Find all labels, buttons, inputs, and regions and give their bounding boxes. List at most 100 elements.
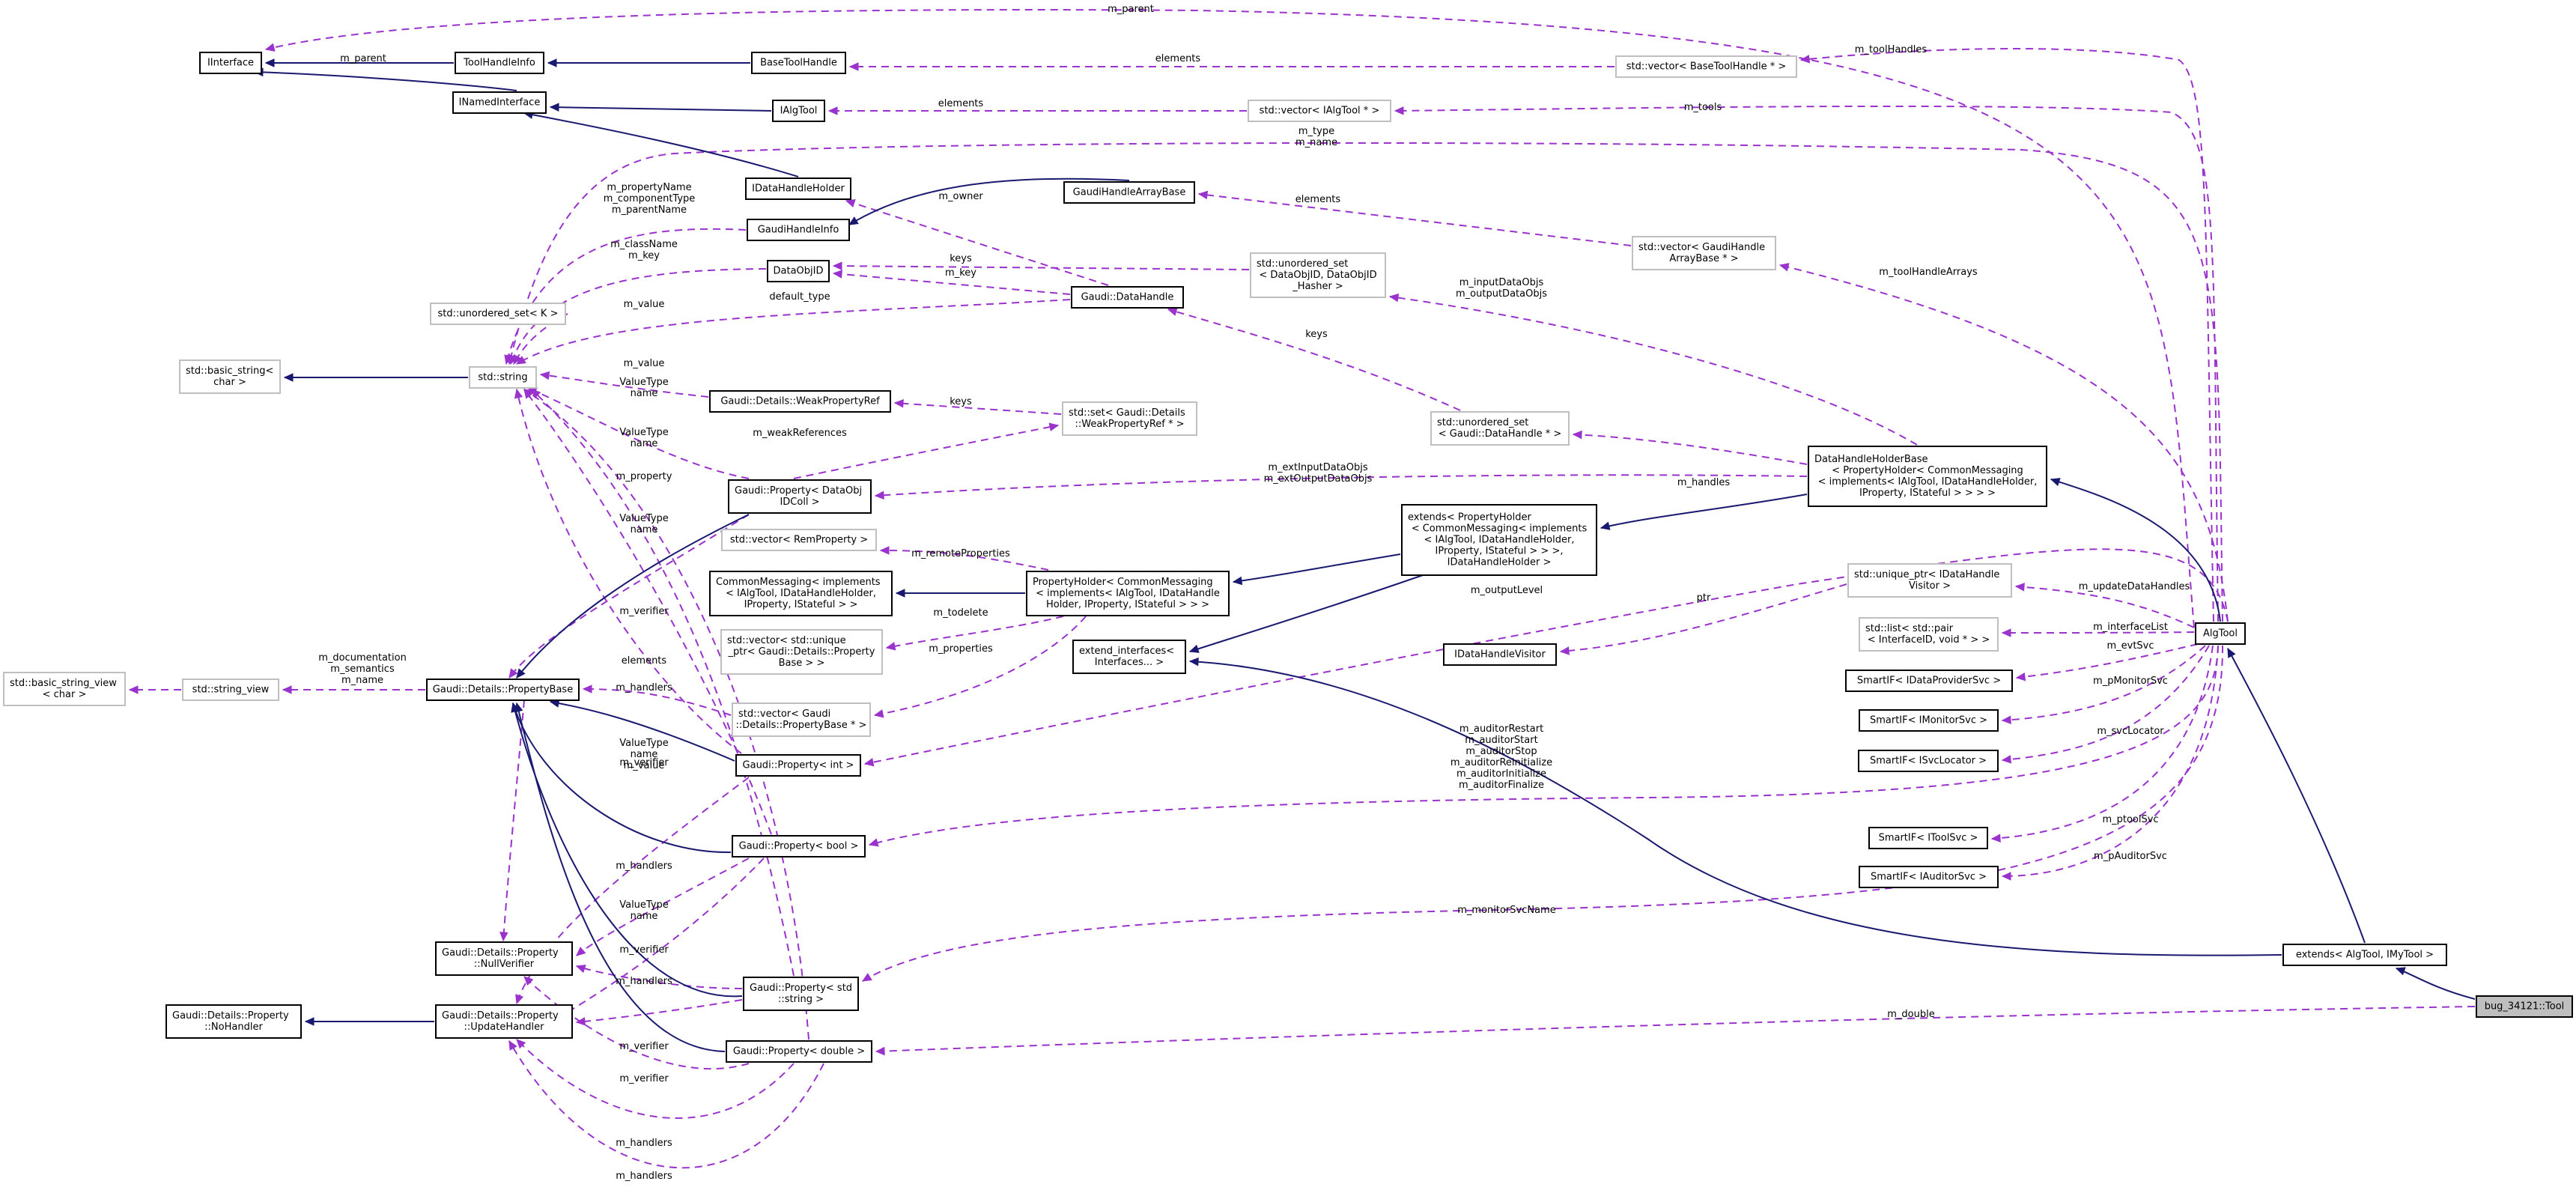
class-node-box <box>1808 446 2047 507</box>
edge-label-elements_bth: elements <box>1155 53 1201 64</box>
class-node-PropertyHolder[interactable]: PropertyHolder< CommonMessaging< impleme… <box>1026 571 1230 616</box>
class-node-box <box>2282 944 2447 966</box>
usage-edge-line <box>540 374 709 398</box>
inheritance-edge-arrowhead <box>283 373 294 382</box>
class-node-box <box>2476 995 2573 1018</box>
class-node-PropInt[interactable]: Gaudi::Property< int > <box>735 754 861 777</box>
class-node-SmartIFAuditor[interactable]: SmartIF< IAuditorSvc > <box>1859 866 1999 888</box>
usage-edge-line <box>508 142 2223 622</box>
class-node-CommonMessaging[interactable]: CommonMessaging< implements< IAlgTool, I… <box>709 571 893 616</box>
usage-edge-line <box>508 1040 824 1169</box>
class-node-setWeakRef: std::set< Gaudi::Details::WeakPropertyRe… <box>1062 401 1197 436</box>
class-node-extendsAlgTool[interactable]: extends< AlgTool, IMyTool > <box>2282 944 2447 966</box>
edges-layer <box>128 9 2476 1169</box>
inheritance-edge-line <box>2227 648 2366 944</box>
class-node-box <box>726 1040 872 1063</box>
edge-label-elements_gha: elements <box>1295 194 1341 205</box>
class-node-INamedInterface[interactable]: INamedInterface <box>452 91 547 114</box>
class-node-IAlgTool[interactable]: IAlgTool <box>772 100 825 122</box>
class-node-ToolHandleInfo[interactable]: ToolHandleInfo <box>455 52 544 74</box>
class-node-PropertyBase[interactable]: Gaudi::Details::PropertyBase <box>426 679 580 701</box>
class-node-box <box>772 100 825 122</box>
usage-edge-arrowhead <box>863 758 875 767</box>
usage-edge-unorderedSetK-to-stdString-15 <box>513 313 568 365</box>
usage-edge-uniquePtrVisitor-to-IDataHandleVisitor-29 <box>1559 583 1847 655</box>
class-node-vecUniquePtrProp: std::vector< std::unique_ptr< Gaudi::Det… <box>720 629 883 675</box>
edge-label-keys_dh: keys <box>1305 329 1328 340</box>
class-node-SmartIFSvcLocator[interactable]: SmartIF< ISvcLocator > <box>1858 750 1999 772</box>
class-node-GaudiHandleInfo[interactable]: GaudiHandleInfo <box>747 219 850 241</box>
usage-edge-arrowhead <box>128 685 139 694</box>
usage-edge-stringView-to-basicStringView-35 <box>128 685 181 694</box>
inheritance-edge-PropBool-to-PropertyBase-17 <box>511 702 732 854</box>
class-node-box <box>732 702 871 737</box>
class-node-extendInterfaces[interactable]: extend_interfaces<Interfaces... > <box>1072 640 1186 674</box>
usage-edge-AlgTool-to-PropInt-27 <box>863 548 2229 767</box>
class-node-DataObjID[interactable]: DataObjID <box>767 260 830 282</box>
class-node-label: SmartIF< IAuditorSvc > <box>1871 872 1987 883</box>
edge-label-m_toolHandles: m_toolHandles <box>1855 44 1928 55</box>
class-node-GaudiHandleArrayBase[interactable]: GaudiHandleArrayBase <box>1063 181 1195 204</box>
class-node-GaudiDataHandle[interactable]: Gaudi::DataHandle <box>1071 286 1184 309</box>
usage-edge-AlgTool-to-SmartIFSvcLocator-40 <box>2001 645 2210 764</box>
class-node-NullVerifier[interactable]: Gaudi::Details::Property::NullVerifier <box>435 941 573 976</box>
class-node-label: ::UpdateHandler <box>464 1022 544 1033</box>
class-node-label: IDataHandleHolder <box>752 183 845 195</box>
class-node-PropString[interactable]: Gaudi::Property< std::string > <box>743 977 859 1011</box>
class-node-box <box>709 571 893 616</box>
class-node-label: Gaudi::Property< std <box>750 983 852 994</box>
usage-edge-line <box>862 645 2224 982</box>
class-node-SmartIFDataProvider[interactable]: SmartIF< IDataProviderSvc > <box>1845 670 2013 692</box>
class-node-label: GaudiHandleArrayBase <box>1073 187 1186 198</box>
usage-edge-arrowhead <box>1990 834 2001 843</box>
usage-edge-arrowhead <box>1394 106 1404 115</box>
class-node-UpdateHandler[interactable]: Gaudi::Details::Property::UpdateHandler <box>435 1004 573 1039</box>
class-node-unorderedSetK: std::unordered_set< K > <box>430 303 566 325</box>
class-node-AlgTool[interactable]: AlgTool <box>2195 622 2246 645</box>
class-node-IDataHandleVisitor[interactable]: IDataHandleVisitor <box>1443 643 1557 666</box>
class-node-box <box>1859 866 1999 888</box>
usage-edge-line <box>502 699 525 941</box>
class-node-NoHandler[interactable]: Gaudi::Details::Property::NoHandler <box>165 1004 302 1039</box>
class-node-box <box>1443 643 1557 666</box>
usage-edge-line <box>523 858 765 1038</box>
class-node-WeakPropertyRef[interactable]: Gaudi::Details::WeakPropertyRef <box>709 390 891 413</box>
usage-edge-arrowhead <box>576 947 586 956</box>
class-node-label: IProperty, IStateful > > <box>744 599 858 610</box>
usage-edge-line <box>886 616 1064 649</box>
inheritance-edge-PropertyHolder-to-CommonMessaging-11 <box>895 589 1025 598</box>
class-node-extendsPropertyHolder[interactable]: extends< PropertyHolder< CommonMessaging… <box>1401 504 1597 576</box>
class-node-box <box>199 52 262 74</box>
class-node-box <box>1430 411 1570 446</box>
usage-edge-arrowhead <box>875 1046 885 1056</box>
inheritance-edge-ToolHandleInfo-to-IInterface-0 <box>264 58 454 67</box>
class-node-IDataHandleHolder[interactable]: IDataHandleHolder <box>745 177 851 200</box>
class-node-unorderedDataHandle: std::unordered_set< Gaudi::DataHandle * … <box>1430 411 1570 446</box>
class-node-PropBool[interactable]: Gaudi::Property< bool > <box>732 835 866 858</box>
class-node-IInterface[interactable]: IInterface <box>199 52 262 74</box>
class-node-label: ::WeakPropertyRef * > <box>1075 419 1184 430</box>
class-node-label: std::basic_string< <box>186 365 273 377</box>
class-node-box <box>426 679 580 701</box>
inheritance-edge-line <box>512 702 732 854</box>
inheritance-edge-DataHandleHolderBase-to-extendsPropertyHolder-7 <box>1600 494 1808 530</box>
class-node-DataHandleHolderBase[interactable]: DataHandleHolderBase< PropertyHolder< Co… <box>1808 446 2047 507</box>
class-node-SmartIFToolSvc[interactable]: SmartIF< IToolSvc > <box>1868 827 1988 849</box>
usage-edge-arrowhead <box>2001 715 2011 725</box>
usage-edge-AlgTool-to-uniquePtrVisitor-28 <box>2014 583 2195 628</box>
class-node-label: _ptr< Gaudi::Details::Property <box>728 646 875 658</box>
class-node-label: std::vector< RemProperty > <box>730 535 868 546</box>
class-node-BaseToolHandle[interactable]: BaseToolHandle <box>751 52 846 74</box>
usage-edge-PropertyHolder-to-vecRemProperty-26 <box>879 546 1049 571</box>
class-node-SmartIFMonitor[interactable]: SmartIF< IMonitorSvc > <box>1859 709 1999 732</box>
class-node-stringView: std::string_view <box>182 679 279 701</box>
class-node-PropDouble[interactable]: Gaudi::Property< double > <box>726 1040 872 1063</box>
usage-edge-bugTool-to-PropDouble-51 <box>875 1006 2476 1056</box>
usage-edge-line <box>516 299 1071 365</box>
edge-label-m_handles: m_handles <box>1677 477 1730 488</box>
inheritance-edge-line <box>2396 968 2476 1000</box>
